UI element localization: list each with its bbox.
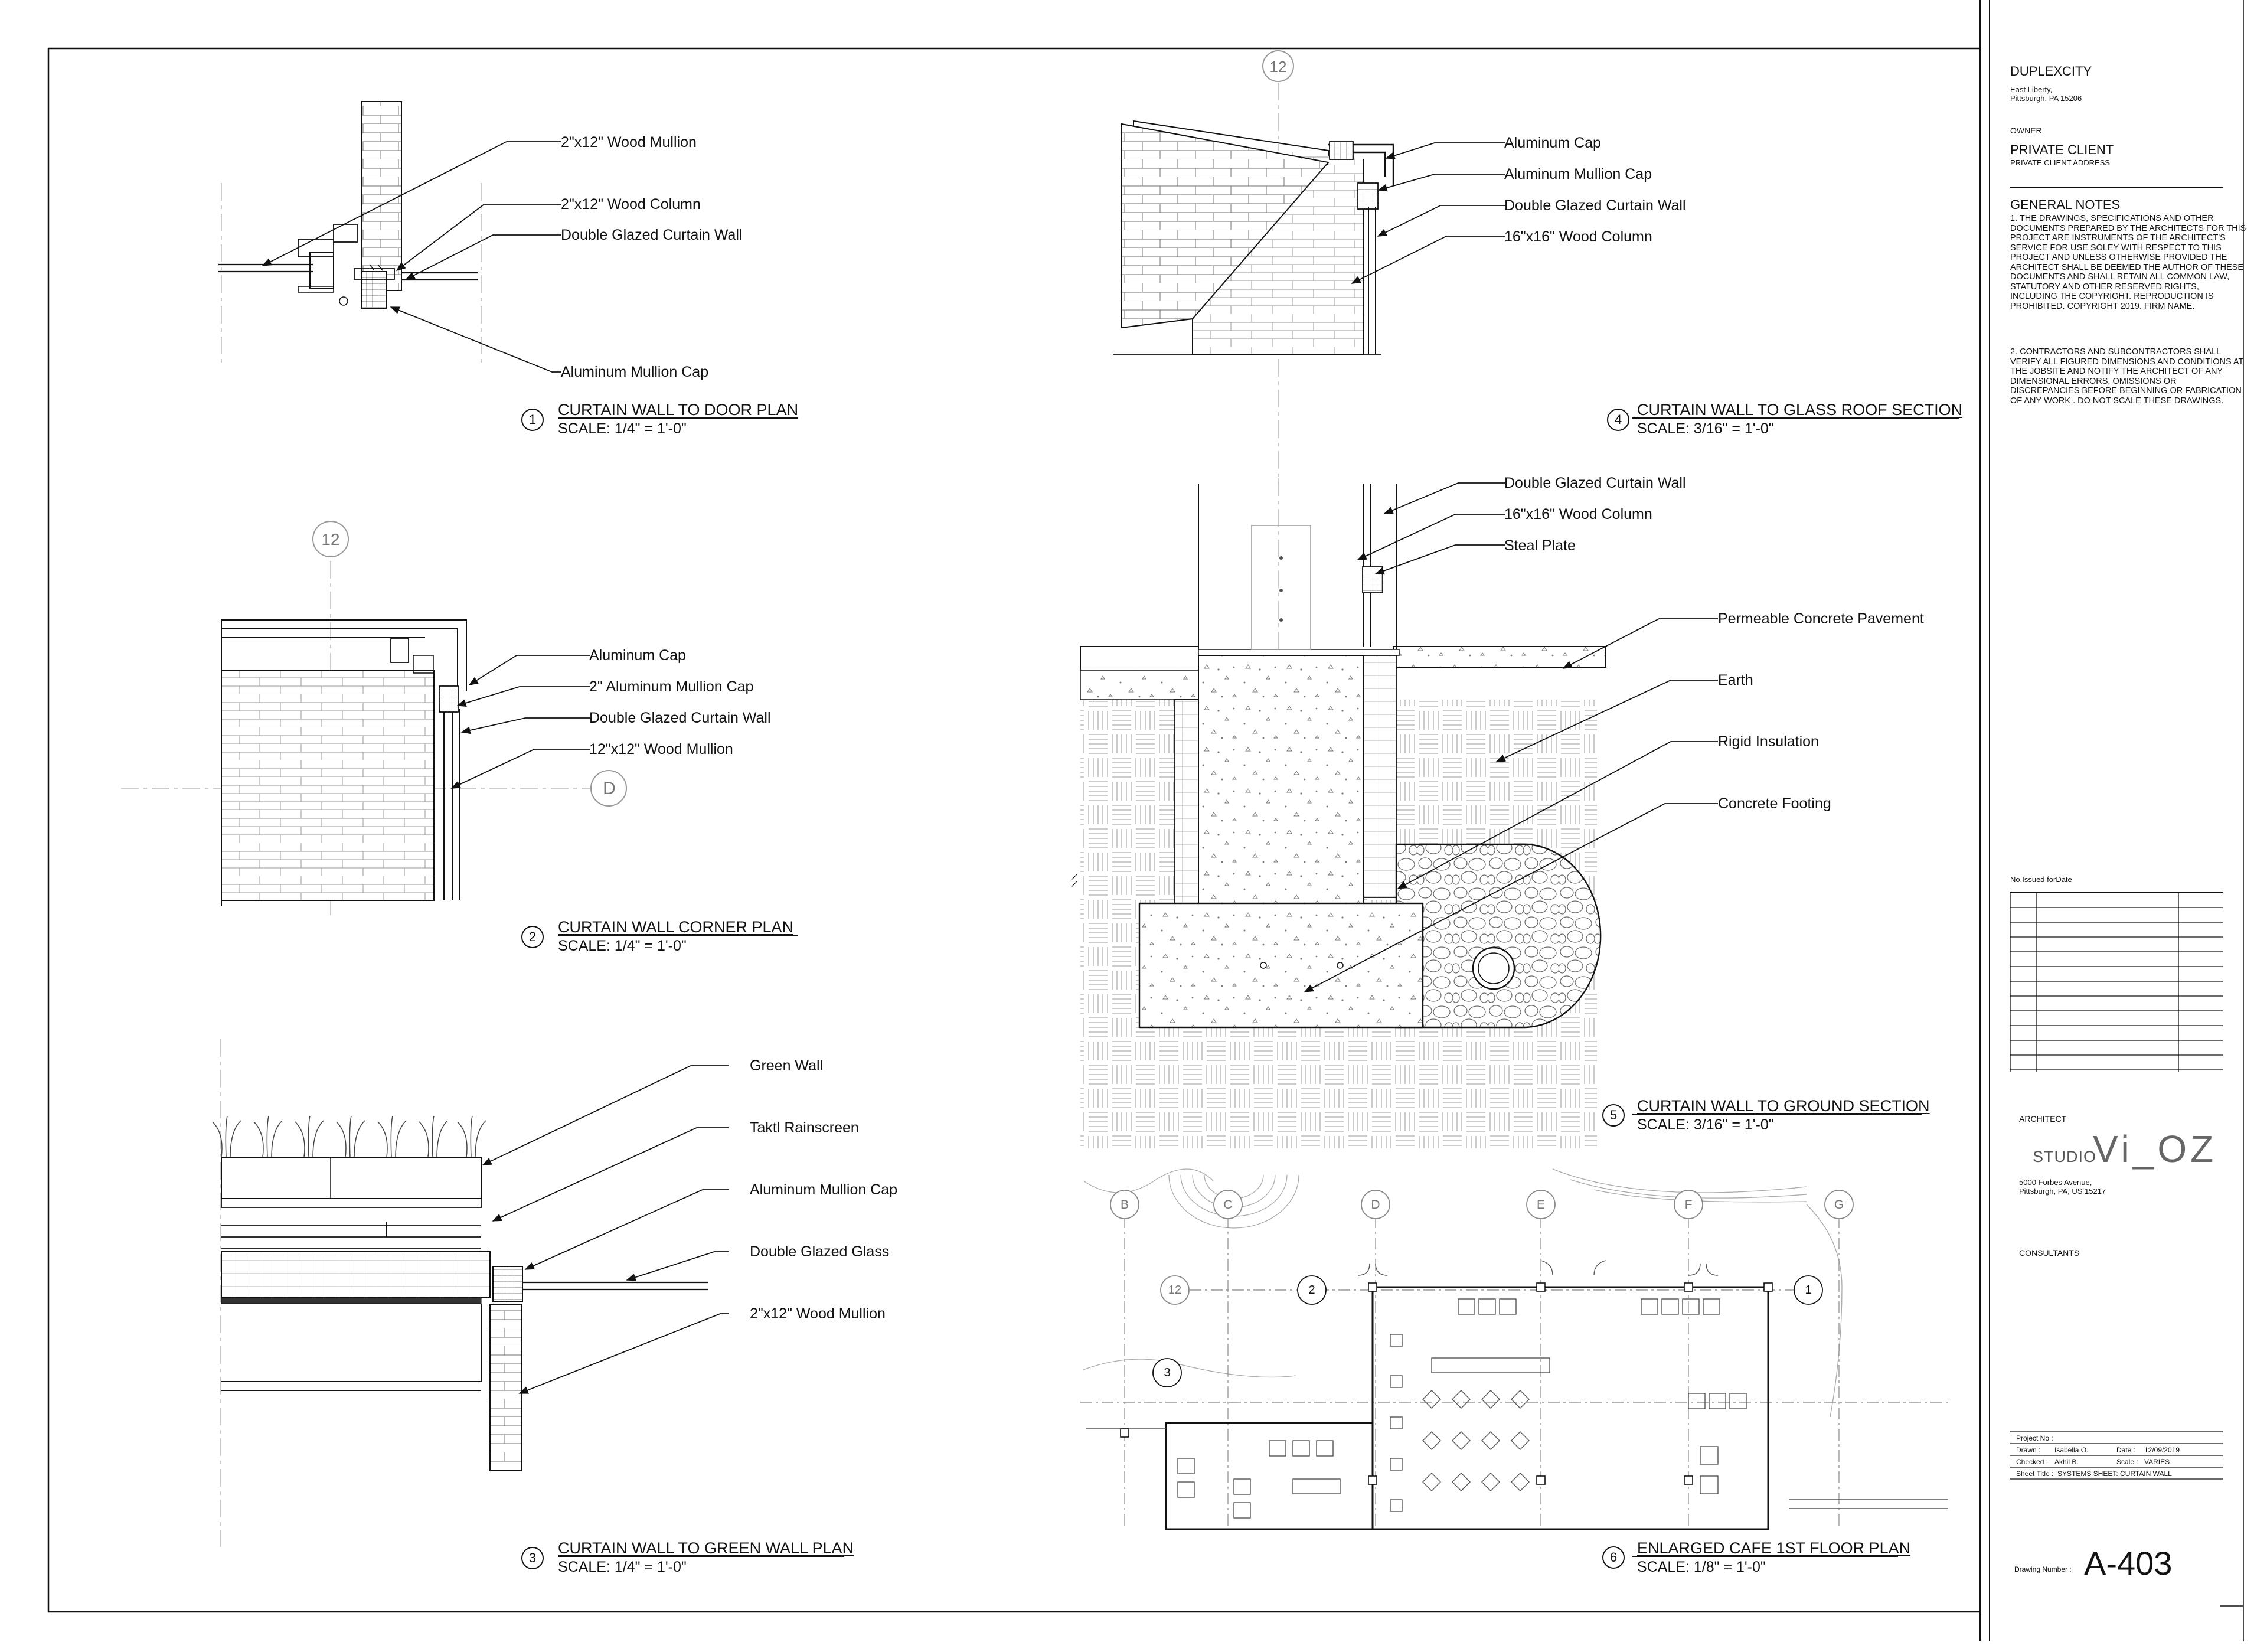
- detail-5-curtain-wall-to-ground-section: [1071, 478, 1922, 1148]
- d5-callout-insulation: Rigid Insulation: [1718, 733, 1819, 750]
- tb-drawing-number: A-403: [2084, 1545, 2173, 1582]
- d2-detail-number: 2: [521, 926, 544, 948]
- d2-grid-bubble-12: 12: [321, 530, 340, 549]
- d4-scale: SCALE: 3/16" = 1'-0": [1637, 420, 1774, 437]
- d6-grid-1: 1: [1805, 1284, 1812, 1297]
- title-strip-border: [1979, 0, 1990, 1641]
- architect-studio-logo: Vi_OZ: [2093, 1128, 2217, 1170]
- d4-callout-wood-column: 16"x16" Wood Column: [1504, 228, 1652, 245]
- d6-grid-c: C: [1223, 1198, 1233, 1212]
- sidebar-rules: [2010, 187, 2223, 1480]
- d3-scale: SCALE: 1/4" = 1'-0": [558, 1559, 687, 1575]
- project-address-line1: East Liberty,: [2010, 85, 2053, 94]
- owner-name: PRIVATE CLIENT: [2010, 142, 2114, 157]
- d2-callout-mullion-cap: 2" Aluminum Mullion Cap: [589, 678, 754, 695]
- project-name: DUPLEXCITY: [2010, 64, 2092, 79]
- d1-scale: SCALE: 1/4" = 1'-0": [558, 420, 687, 437]
- d2-grid-bubble-d: D: [603, 779, 616, 798]
- tb-date-value: 12/09/2019: [2144, 1446, 2180, 1454]
- d6-grid-b: B: [1120, 1198, 1129, 1212]
- architect-address-line2: Pittsburgh, PA, US 15217: [2019, 1187, 2106, 1196]
- architect-heading: ARCHITECT: [2019, 1114, 2067, 1124]
- d3-callout-glass: Double Glazed Glass: [750, 1243, 890, 1260]
- tb-drawn-label: Drawn :: [2016, 1446, 2041, 1454]
- d3-detail-number: 3: [521, 1547, 544, 1569]
- d1-detail-number: 1: [521, 409, 544, 431]
- d6-grid-f: F: [1684, 1198, 1693, 1212]
- d5-title: CURTAIN WALL TO GROUND SECTION: [1637, 1097, 1930, 1115]
- architect-studio-prefix: STUDIO: [2033, 1148, 2097, 1165]
- tb-drawn-value: Isabella O.: [2054, 1446, 2089, 1454]
- tb-checked-label: Checked :: [2016, 1458, 2049, 1466]
- d1-callout-wood-mullion: 2"x12" Wood Mullion: [561, 134, 697, 151]
- tb-drawing-number-label: Drawing Number :: [2014, 1565, 2072, 1573]
- tb-date-label: Date :: [2116, 1446, 2136, 1454]
- d5-callout-curtain-wall: Double Glazed Curtain Wall: [1504, 475, 1686, 491]
- d3-callout-rainscreen: Taktl Rainscreen: [750, 1119, 859, 1136]
- detail-3-curtain-wall-to-green-wall-plan: [212, 1039, 844, 1557]
- d6-scale: SCALE: 1/8" = 1'-0": [1637, 1559, 1766, 1575]
- general-notes-1: 1. THE DRAWINGS, SPECIFICATIONS AND OTHE…: [2010, 214, 2246, 311]
- tb-checked-value: Akhil B.: [2054, 1458, 2079, 1466]
- d1-callout-curtain-wall: Double Glazed Curtain Wall: [561, 227, 743, 243]
- d1-callout-wood-column: 2"x12" Wood Column: [561, 196, 701, 213]
- general-notes-heading: GENERAL NOTES: [2010, 197, 2121, 212]
- general-notes-2: 2. CONTRACTORS AND SUBCONTRACTORS SHALL …: [2010, 347, 2244, 406]
- d6-grid-2: 2: [1308, 1284, 1315, 1297]
- detail-2-curtain-wall-corner-plan: [121, 521, 798, 936]
- d1-callout-mullion-cap: Aluminum Mullion Cap: [561, 364, 709, 380]
- owner-heading: OWNER: [2010, 126, 2042, 135]
- d4-callout-curtain-wall: Double Glazed Curtain Wall: [1504, 197, 1686, 214]
- d5-callout-pavement: Permeable Concrete Pavement: [1718, 610, 1924, 627]
- d6-grid-g: G: [1834, 1198, 1844, 1212]
- architect-address-line1: 5000 Forbes Avenue,: [2019, 1178, 2092, 1187]
- issue-table-header: No.Issued forDate: [2010, 875, 2072, 884]
- d1-title: CURTAIN WALL TO DOOR PLAN: [558, 401, 799, 419]
- d4-detail-number: 4: [1607, 409, 1629, 431]
- d5-detail-number: 5: [1602, 1104, 1625, 1127]
- d2-scale: SCALE: 1/4" = 1'-0": [558, 938, 687, 954]
- detail-1-curtain-wall-to-door-plan: [218, 101, 798, 419]
- d2-title: CURTAIN WALL CORNER PLAN: [558, 918, 794, 936]
- consultants-heading: CONSULTANTS: [2019, 1248, 2080, 1258]
- d2-callout-wood-mullion: 12"x12" Wood Mullion: [589, 741, 733, 758]
- d6-title: ENLARGED CAFE 1ST FLOOR PLAN: [1637, 1539, 1911, 1557]
- d6-grid-12: 12: [1168, 1284, 1182, 1297]
- tb-scale-value: VARIES: [2144, 1458, 2170, 1466]
- d4-title: CURTAIN WALL TO GLASS ROOF SECTION: [1637, 401, 1963, 419]
- d5-callout-wood-column: 16"x16" Wood Column: [1504, 506, 1652, 523]
- d5-callout-earth: Earth: [1718, 672, 1753, 688]
- d6-grid-3: 3: [1164, 1366, 1171, 1379]
- d3-callout-mullion-cap: Aluminum Mullion Cap: [750, 1181, 898, 1198]
- d4-grid-bubble-12: 12: [1269, 58, 1287, 76]
- d5-callout-steal-plate: Steal Plate: [1504, 537, 1576, 554]
- d4-callout-mullion-cap: Aluminum Mullion Cap: [1504, 166, 1652, 182]
- tb-sheet-title-label: Sheet Title :: [2016, 1470, 2054, 1478]
- d6-detail-number: 6: [1602, 1546, 1625, 1569]
- d6-grid-e: E: [1536, 1198, 1545, 1212]
- d6-grid-d: D: [1371, 1198, 1380, 1212]
- detail-6-enlarged-cafe-plan: [1080, 1168, 1948, 1557]
- detail-4-curtain-wall-to-glass-roof-section: [1113, 50, 1959, 484]
- d3-callout-green-wall: Green Wall: [750, 1057, 824, 1074]
- tb-project-no-label: Project No :: [2016, 1434, 2053, 1442]
- d2-callout-aluminum-cap: Aluminum Cap: [589, 647, 686, 664]
- tb-scale-label: Scale :: [2116, 1458, 2138, 1466]
- owner-address: PRIVATE CLIENT ADDRESS: [2010, 158, 2111, 167]
- project-address-line2: Pittsburgh, PA 15206: [2010, 94, 2082, 103]
- d4-callout-aluminum-cap: Aluminum Cap: [1504, 135, 1601, 151]
- d5-scale: SCALE: 3/16" = 1'-0": [1637, 1116, 1774, 1133]
- d5-callout-footing: Concrete Footing: [1718, 795, 1831, 812]
- sheet-edge: [2220, 0, 2244, 1641]
- d3-title: CURTAIN WALL TO GREEN WALL PLAN: [558, 1539, 854, 1557]
- tb-sheet-title-value: SYSTEMS SHEET: CURTAIN WALL: [2057, 1470, 2172, 1478]
- d3-callout-wood-mullion: 2"x12" Wood Mullion: [750, 1305, 886, 1322]
- d2-callout-curtain-wall: Double Glazed Curtain Wall: [589, 710, 771, 726]
